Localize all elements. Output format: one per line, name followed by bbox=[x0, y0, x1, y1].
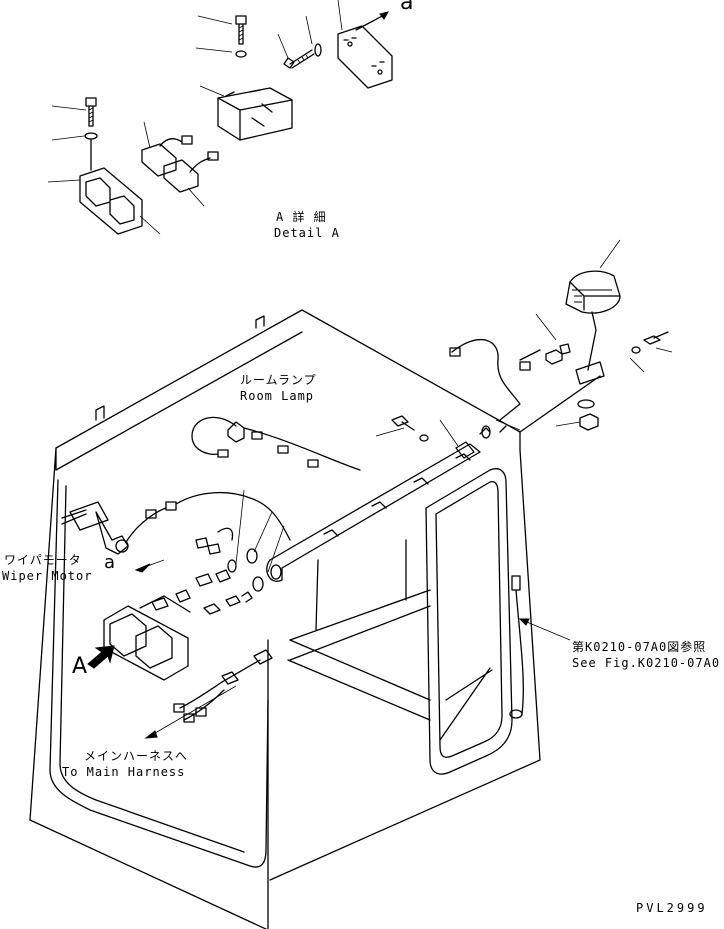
detail-a-title-jp: A 詳 細 bbox=[276, 210, 327, 224]
duct-bolt bbox=[391, 415, 475, 459]
room-lamp-label-jp: ルームランプ bbox=[240, 373, 317, 387]
room-lamp-label-en: Room Lamp bbox=[240, 389, 315, 403]
main-harness bbox=[144, 649, 273, 739]
washer-top bbox=[235, 50, 247, 58]
lamp-units bbox=[141, 135, 219, 193]
lamp-bezel bbox=[79, 167, 143, 235]
wiper-motor bbox=[61, 491, 291, 555]
mounting-bracket bbox=[337, 25, 393, 89]
door-harness bbox=[509, 575, 571, 719]
detail-a-title-en: Detail A bbox=[274, 226, 340, 240]
main-harness-label-en: To Main Harness bbox=[62, 765, 186, 779]
bolt-top bbox=[235, 15, 247, 45]
main-harness-label-jp: メインハーネスへ bbox=[84, 749, 189, 763]
washer-left bbox=[84, 132, 98, 140]
connector-cluster bbox=[151, 489, 285, 615]
front-lamp bbox=[103, 595, 191, 681]
room-lamp bbox=[191, 416, 361, 471]
bolt-left bbox=[85, 97, 97, 127]
see-fig-label-jp: 第K0210-07A0図参照 bbox=[572, 640, 707, 654]
view-marker-letter: A bbox=[72, 654, 88, 679]
wiper-motor-label-en: Wiper Motor bbox=[2, 569, 93, 583]
view-arrow bbox=[87, 645, 115, 669]
bolt-horizontal bbox=[283, 49, 315, 69]
washer-horizontal bbox=[314, 43, 322, 57]
wiper-motor-label-jp: ワイパモータ bbox=[4, 553, 82, 567]
see-fig-label-en: See Fig.K0210-07A0 bbox=[572, 656, 721, 670]
work-lamp bbox=[449, 270, 669, 439]
wiper-arrow-letter: a bbox=[104, 552, 116, 573]
detail-a-group bbox=[47, 0, 393, 235]
lamp-housing bbox=[217, 87, 293, 141]
detail-arrow-letter: a bbox=[400, 0, 414, 15]
drawing-id: PVL2999 bbox=[636, 901, 708, 915]
cab-frame bbox=[29, 309, 541, 929]
harness-duct bbox=[266, 443, 481, 582]
